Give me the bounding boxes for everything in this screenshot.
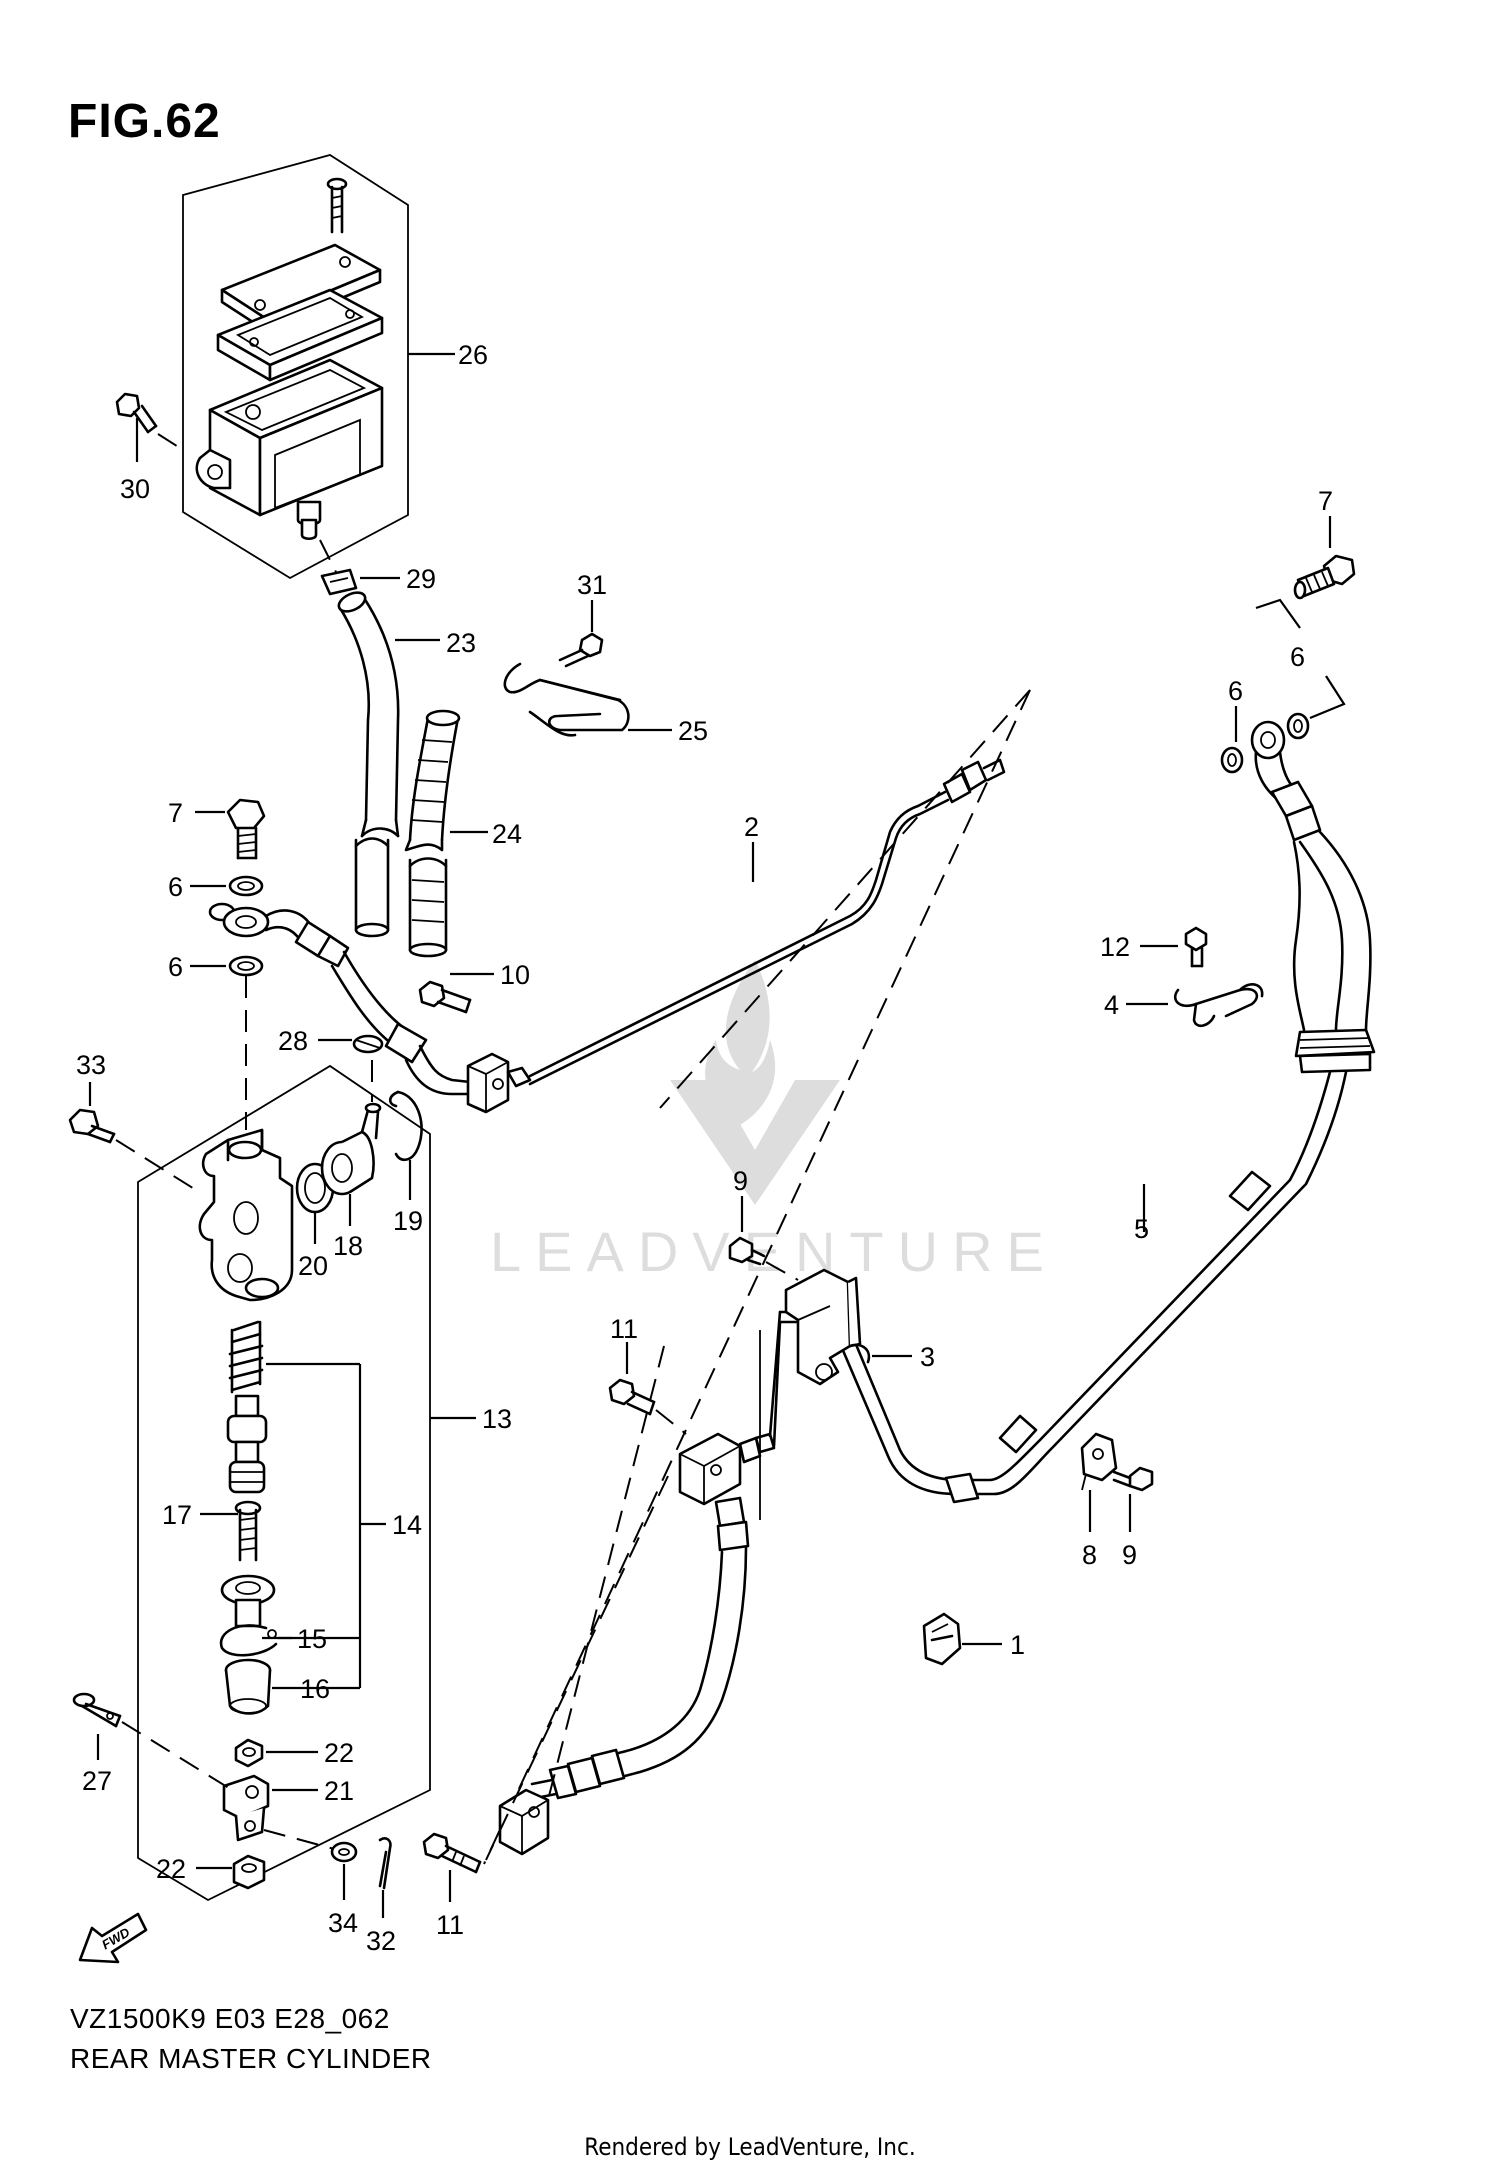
callout-1: 1 — [1010, 1630, 1025, 1660]
bolt-11-lower[interactable] — [422, 1832, 482, 1874]
brake-hose-lower[interactable] — [498, 1496, 750, 1856]
bolt-10[interactable] — [418, 980, 472, 1014]
callout-33: 33 — [76, 1050, 106, 1080]
washer-34[interactable] — [330, 1841, 358, 1863]
leader-6-top-right — [1255, 598, 1301, 629]
union-bolt-7-left[interactable] — [226, 798, 266, 860]
piston-assembly[interactable] — [226, 1394, 268, 1494]
bolt-11-upper[interactable] — [608, 1378, 656, 1416]
bolt-12[interactable] — [1184, 926, 1208, 968]
guide-line-long — [483, 689, 1031, 1865]
brake-hose-5[interactable] — [778, 720, 1376, 1504]
clamp-4[interactable] — [1173, 983, 1264, 1028]
bolt-9-right[interactable] — [1112, 1466, 1154, 1492]
reservoir-assembly[interactable] — [182, 154, 409, 580]
figure-title: FIG.62 — [68, 95, 221, 148]
callout-19: 19 — [393, 1206, 423, 1236]
bracket-3[interactable] — [784, 1268, 871, 1386]
callout-6-lower-left: 6 — [168, 952, 183, 982]
callout-3: 3 — [920, 1342, 935, 1372]
bolt-30[interactable] — [115, 392, 158, 434]
callout-25: 25 — [678, 716, 708, 746]
callout-11-upper: 11 — [610, 1314, 638, 1344]
brake-hose-2[interactable] — [208, 758, 1006, 1114]
callout-30: 30 — [120, 474, 150, 504]
push-rod-17[interactable] — [220, 1500, 276, 1628]
callout-7-right: 7 — [1318, 486, 1333, 516]
clamp-25[interactable] — [503, 662, 630, 737]
boot-16[interactable] — [224, 1658, 272, 1715]
master-cylinder-group-outline — [137, 1064, 431, 1902]
model-code: VZ1500K9 E03 E28_062 — [70, 2003, 390, 2034]
clip-28[interactable] — [352, 1034, 384, 1054]
cotter-pin-32[interactable] — [378, 1837, 392, 1890]
callout-18: 18 — [333, 1231, 363, 1261]
callout-6-upper-left: 6 — [168, 872, 183, 902]
callout-8: 8 — [1082, 1540, 1097, 1570]
clamp-8[interactable] — [1080, 1432, 1118, 1491]
callout-13: 13 — [482, 1404, 512, 1434]
reservoir-cap-screw — [326, 177, 348, 234]
reservoir-group-outline — [182, 154, 409, 580]
bolt-9-mid[interactable] — [728, 1236, 766, 1266]
rendered-by-credit: Rendered by LeadVenture, Inc. — [584, 2133, 916, 2161]
washer-6-upper-left[interactable] — [228, 875, 264, 897]
nut-22-lower[interactable] — [232, 1854, 266, 1890]
reservoir-hose-23[interactable] — [336, 589, 400, 938]
master-cylinder-body[interactable] — [198, 1128, 294, 1302]
callout-22-upper: 22 — [324, 1738, 354, 1768]
callout-11-lower: 11 — [436, 1910, 464, 1940]
callout-9-right: 9 — [1122, 1540, 1137, 1570]
bolt-33[interactable] — [68, 1108, 116, 1144]
callout-10: 10 — [500, 960, 530, 990]
callout-24: 24 — [492, 819, 522, 849]
callout-2: 2 — [744, 812, 759, 842]
circlip-15[interactable] — [219, 1624, 278, 1657]
washer-6-right-a[interactable] — [1220, 746, 1244, 774]
union-bolt-7-right[interactable] — [1293, 554, 1356, 600]
circlip-19[interactable] — [388, 1090, 423, 1162]
lower-junction-block[interactable] — [678, 1310, 782, 1506]
washer-6-right-b[interactable] — [1286, 712, 1310, 740]
callout-34: 34 — [328, 1908, 358, 1938]
callout-4: 4 — [1104, 990, 1119, 1020]
clevis-pin-27[interactable] — [72, 1692, 122, 1728]
clevis-21[interactable] — [222, 1774, 270, 1842]
callout-7-left: 7 — [168, 798, 183, 828]
clip-29[interactable] — [320, 568, 358, 596]
callout-12: 12 — [1100, 932, 1130, 962]
callout-9-mid: 9 — [733, 1166, 748, 1196]
callout-22-lower: 22 — [156, 1854, 186, 1884]
callout-32: 32 — [366, 1926, 396, 1956]
callout-26: 26 — [458, 340, 488, 370]
nut-22-upper[interactable] — [234, 1738, 264, 1768]
callout-6-right-a: 6 — [1228, 676, 1243, 706]
callout-28: 28 — [278, 1026, 308, 1056]
callout-23: 23 — [446, 628, 476, 658]
clip-1[interactable] — [922, 1612, 962, 1666]
diagram-name: REAR MASTER CYLINDER — [70, 2043, 432, 2074]
callout-6-top-right: 6 — [1290, 642, 1305, 672]
callout-20: 20 — [298, 1251, 328, 1281]
bolt-31[interactable] — [558, 632, 604, 668]
fwd-direction-arrow: FWD — [78, 1912, 148, 1964]
washer-6-lower-left[interactable] — [228, 955, 264, 977]
callout-21: 21 — [324, 1776, 354, 1806]
callout-31: 31 — [577, 570, 607, 600]
connector-18[interactable] — [320, 1102, 382, 1196]
piston-spring[interactable] — [228, 1320, 264, 1394]
callout-5: 5 — [1134, 1214, 1149, 1244]
hose-24[interactable] — [404, 709, 461, 958]
callout-27: 27 — [82, 1766, 112, 1796]
callout-14: 14 — [392, 1510, 422, 1540]
callout-29: 29 — [406, 564, 436, 594]
callout-17: 17 — [162, 1500, 192, 1530]
